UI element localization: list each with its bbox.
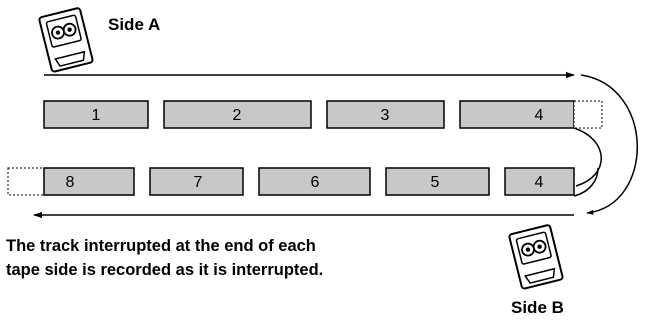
caption-line-2: tape side is recorded as it is interrupt… xyxy=(6,261,324,279)
side-b-track-row: 8 7 6 5 4 xyxy=(7,167,575,196)
side-a-track-row: 1 2 3 4 xyxy=(43,100,603,129)
track-number: 6 xyxy=(311,174,320,191)
track-number: 2 xyxy=(233,107,242,124)
side-turn-arrow xyxy=(580,74,638,215)
track-number: 7 xyxy=(194,174,203,191)
caption-line-1: The track interrupted at the end of each xyxy=(6,237,316,255)
track-number: 4 xyxy=(535,174,544,191)
track-box xyxy=(459,100,575,129)
track-box xyxy=(43,100,149,129)
side-a-label: Side A xyxy=(108,15,160,34)
track-number: 8 xyxy=(66,174,75,191)
track-number: 3 xyxy=(381,107,390,124)
interrupted-track-connector xyxy=(573,127,602,187)
track-box xyxy=(258,167,371,196)
caption: The track interrupted at the end of each… xyxy=(6,234,446,282)
track-number: 5 xyxy=(431,174,440,191)
side-b-label: Side B xyxy=(511,298,564,317)
track-box xyxy=(504,167,575,196)
track-box xyxy=(385,167,490,196)
track-box xyxy=(43,167,135,196)
cassette-icon xyxy=(508,224,564,290)
track-number: 4 xyxy=(535,107,544,124)
track-number: 1 xyxy=(92,107,101,124)
track-overflow-box xyxy=(573,100,603,129)
track-box xyxy=(149,167,244,196)
track-overflow-box xyxy=(7,167,45,196)
cassette-icon xyxy=(38,7,94,73)
track-box xyxy=(326,100,445,129)
track-box xyxy=(163,100,312,129)
